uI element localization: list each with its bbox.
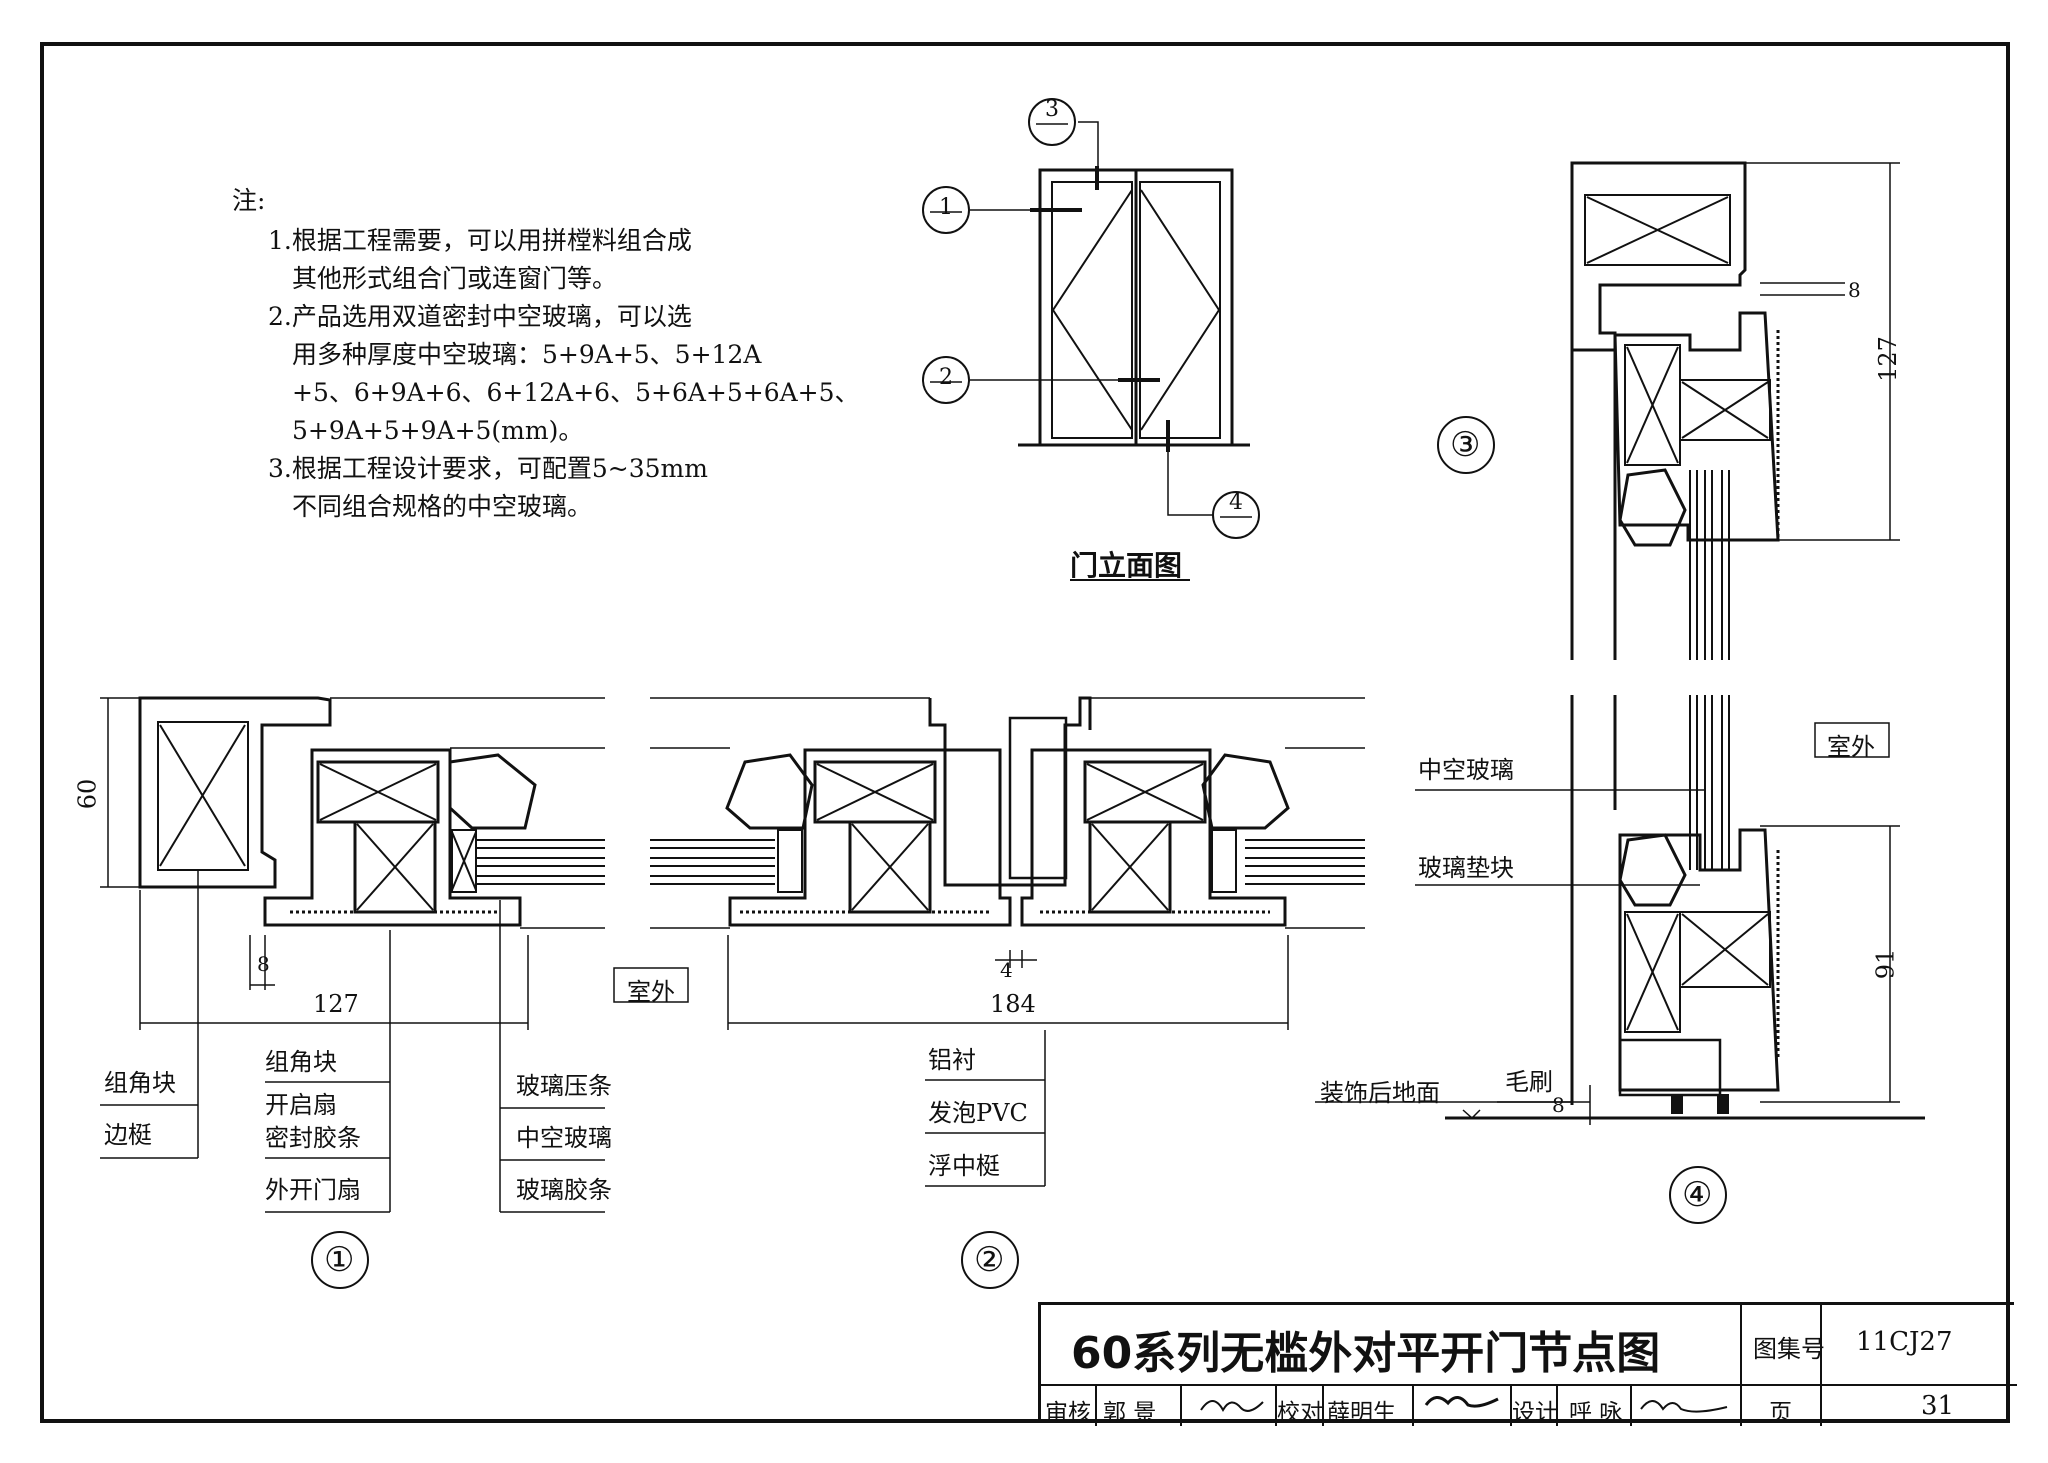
s1-label-opening-sash: 开启扇: [265, 1091, 337, 1119]
design-name: 呼 咏: [1569, 1400, 1623, 1426]
design-label: 设计: [1512, 1400, 1558, 1426]
s3-dim-small: 8: [1848, 278, 1861, 302]
s1-dim-small: 8: [257, 952, 270, 976]
outdoor-label-mid: 室外: [627, 978, 675, 1006]
s4-label-finished-floor: 装饰后地面: [1320, 1079, 1440, 1107]
section-1-circle: [311, 1231, 369, 1289]
s4-dim-height: 91: [1871, 948, 1900, 980]
section-2-profile: [650, 696, 1365, 1187]
s2-label-floating-mullion: 浮中梃: [928, 1152, 1000, 1180]
s2-dim-small: 4: [1000, 958, 1013, 982]
s4-label-insulating-glass: 中空玻璃: [1418, 756, 1514, 784]
s1-label-glass-gasket: 玻璃胶条: [516, 1176, 612, 1204]
section-3-4-profile: [1315, 161, 1925, 1125]
title-block: 60系列无槛外对平开门节点图 图集号 11CJ27 审核 郭 景 校对 薛明生 …: [1038, 1302, 2017, 1426]
note-line-1: 1.根据工程需要，可以用拼樘料组合成: [268, 226, 692, 255]
note-line-5: +5、6+9A+6、6+12A+6、5+6A+5+6A+5、: [292, 378, 860, 407]
note-line-3: 2.产品选用双道密封中空玻璃，可以选: [268, 302, 692, 331]
elevation-title: 门立面图: [1070, 549, 1183, 582]
section-3-circle: [1437, 416, 1495, 474]
callout-2: 2: [939, 365, 953, 390]
check-label: 校对: [1277, 1400, 1323, 1426]
section-2-circle: [961, 1231, 1019, 1289]
drawing-frame: [40, 42, 2010, 1423]
s1-label-corner-block-2: 组角块: [265, 1048, 337, 1076]
s2-dim-width: 184: [990, 990, 1036, 1018]
review-label: 审核: [1045, 1400, 1091, 1426]
note-line-7: 3.根据工程设计要求，可配置5~35mm: [268, 454, 708, 483]
section-4-circle: [1669, 1166, 1727, 1224]
note-line-2: 其他形式组合门或连窗门等。: [292, 264, 618, 293]
s1-dim-width: 127: [313, 990, 359, 1018]
section-4-label: ④: [1682, 1175, 1713, 1215]
note-line-6: 5+9A+5+9A+5(mm)。: [292, 416, 584, 445]
s1-label-outward-leaf: 外开门扇: [265, 1176, 361, 1204]
s1-dim-height: 60: [73, 778, 102, 810]
page-label: 页: [1769, 1400, 1792, 1426]
check-name: 薛明生: [1327, 1400, 1396, 1426]
callout-3: 3: [1045, 97, 1059, 122]
callout-4: 4: [1229, 490, 1243, 515]
s1-label-insulating-glass: 中空玻璃: [516, 1124, 612, 1152]
outdoor-label-right: 室外: [1827, 733, 1875, 761]
callout-1: 1: [939, 195, 953, 220]
section-2-label: ②: [974, 1240, 1005, 1280]
s4-label-setting-block: 玻璃垫块: [1418, 854, 1514, 882]
s4-label-brush: 毛刷: [1505, 1068, 1553, 1096]
section-1-profile: [100, 696, 605, 1213]
section-1-label: ①: [324, 1240, 355, 1280]
s1-label-glazing-bead: 玻璃压条: [516, 1072, 612, 1100]
s1-label-side-stile: 边梃: [104, 1121, 152, 1149]
note-line-4: 用多种厚度中空玻璃：5+9A+5、5+12A: [292, 340, 762, 369]
note-line-8: 不同组合规格的中空玻璃。: [292, 492, 593, 521]
s1-label-seal-strip: 密封胶条: [265, 1124, 361, 1152]
page-number: 31: [1921, 1391, 1955, 1421]
atlas-number: 11CJ27: [1856, 1327, 1953, 1357]
s2-label-aluminum-liner: 铝衬: [928, 1046, 976, 1074]
atlas-number-label: 图集号: [1753, 1335, 1825, 1363]
s4-dim-small: 8: [1552, 1093, 1565, 1117]
s3-dim-height: 127: [1873, 336, 1902, 382]
s1-label-corner-block: 组角块: [104, 1069, 176, 1097]
s2-label-foamed-pvc: 发泡PVC: [928, 1099, 1028, 1127]
notes-heading: 注:: [232, 186, 266, 215]
review-name: 郭 景: [1103, 1400, 1157, 1426]
section-3-label: ③: [1450, 425, 1481, 465]
door-elevation: [922, 98, 1260, 581]
drawing-title: 60系列无槛外对平开门节点图: [1071, 1328, 1661, 1379]
